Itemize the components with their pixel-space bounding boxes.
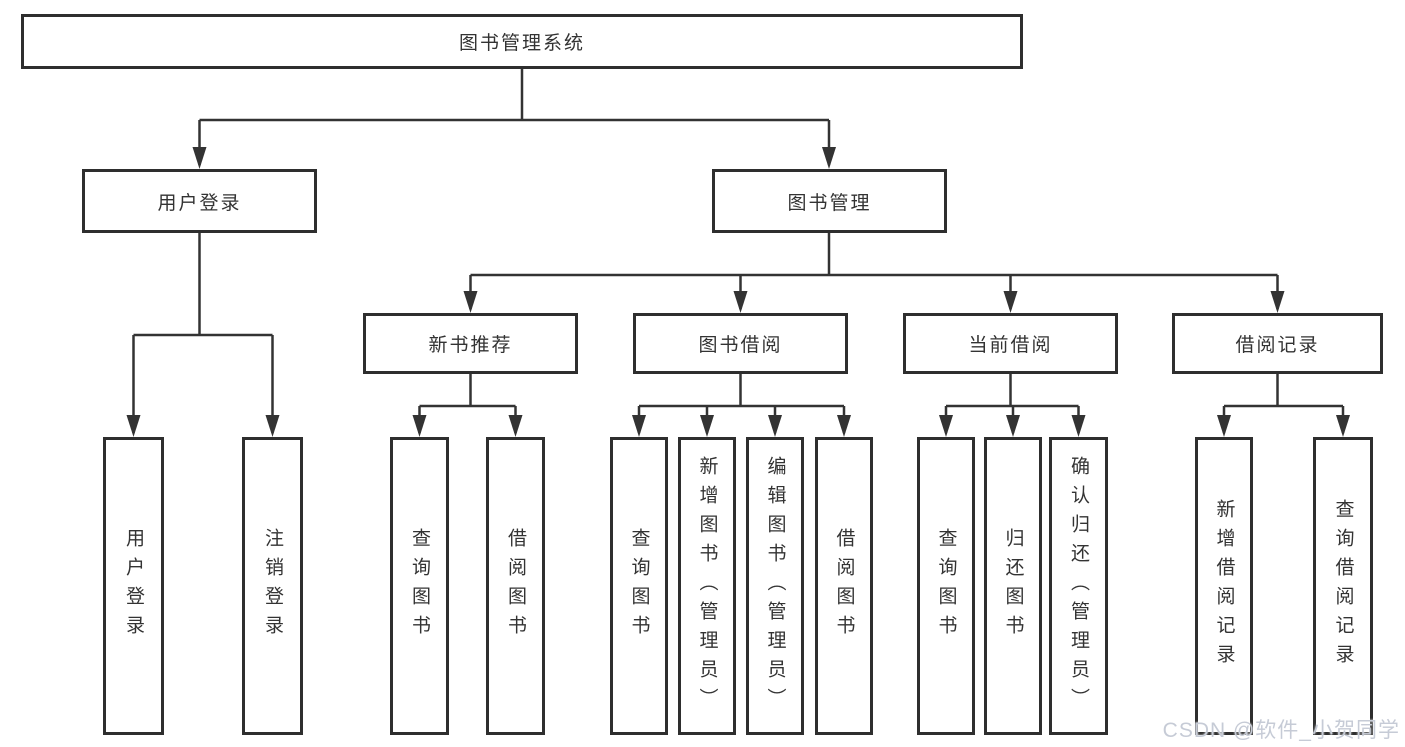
node-label: 归还图书 (1002, 528, 1024, 644)
node-label: 借阅图书 (505, 528, 526, 644)
csdn-watermark: CSDN @软件_小贺同学 (1162, 719, 1400, 742)
leaf-add-borrow-record: 新增借阅记录 (1195, 437, 1253, 735)
node-current-borrowing: 当前借阅 (903, 313, 1118, 374)
node-label: 查询图书 (409, 528, 430, 644)
leaf-logout: 注销登录 (242, 437, 303, 735)
connector-login-to-leaves (126, 233, 280, 437)
leaf-query-books: 查询图书 (917, 437, 975, 735)
leaf-add-books-admin: 新增图书（管理员） (678, 437, 736, 735)
connector-newbooks-to-leaves (412, 374, 523, 437)
node-label: 编辑图书（管理员） (764, 455, 786, 717)
node-label: 用户登录 (123, 528, 144, 644)
leaf-return-books: 归还图书 (984, 437, 1042, 735)
node-label: 注销登录 (262, 528, 283, 644)
leaf-query-borrow-record: 查询借阅记录 (1313, 437, 1373, 735)
connector-records-to-leaves (1217, 374, 1350, 437)
node-label: 借阅图书 (833, 528, 855, 644)
node-user-login: 用户登录 (82, 169, 317, 233)
node-label: 图书借阅 (698, 335, 783, 356)
node-label: 查询借阅记录 (1332, 499, 1354, 673)
leaf-borrow-books: 借阅图书 (486, 437, 545, 735)
node-label: 新书推荐 (428, 335, 513, 356)
node-label: 图书管理 (787, 192, 872, 214)
node-label: 当前借阅 (968, 335, 1053, 356)
node-label: 借阅记录 (1235, 335, 1320, 356)
node-label: 用户登录 (157, 192, 242, 214)
node-book-borrowing: 图书借阅 (633, 313, 848, 374)
node-label: 图书管理系统 (458, 33, 585, 54)
leaf-confirm-return-admin: 确认归还（管理员） (1049, 437, 1108, 735)
node-label: 确认归还（管理员） (1068, 455, 1089, 717)
connector-borrow-to-leaves (632, 374, 851, 437)
node-book-management: 图书管理 (712, 169, 947, 233)
node-new-book-recommend: 新书推荐 (363, 313, 578, 374)
node-borrowing-records: 借阅记录 (1172, 313, 1383, 374)
node-library-system: 图书管理系统 (21, 14, 1023, 69)
connector-bookmgmt-to-level3 (463, 233, 1285, 313)
leaf-query-books: 查询图书 (610, 437, 668, 735)
node-label: 查询图书 (935, 528, 957, 644)
node-label: 新增图书（管理员） (696, 455, 718, 717)
connector-current-to-leaves (939, 374, 1086, 437)
node-label: 查询图书 (628, 528, 650, 644)
leaf-borrow-books: 借阅图书 (815, 437, 873, 735)
leaf-user-login: 用户登录 (103, 437, 164, 735)
node-label: 新增借阅记录 (1213, 499, 1235, 673)
leaf-query-books: 查询图书 (390, 437, 449, 735)
leaf-edit-books-admin: 编辑图书（管理员） (746, 437, 804, 735)
connector-root-to-level2 (192, 69, 836, 169)
